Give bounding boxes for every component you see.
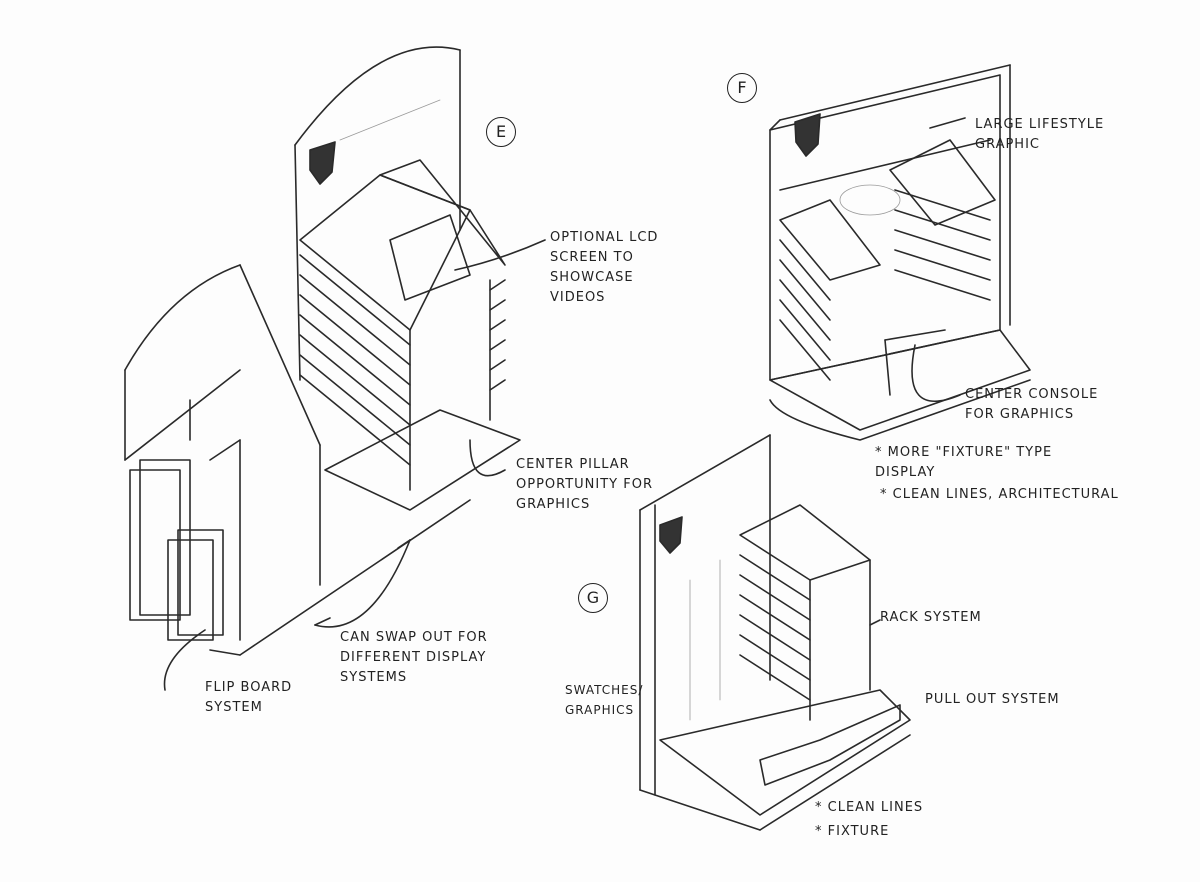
fixture-f (769, 64, 1031, 441)
note-swatches: Swatches/ graphics (565, 683, 644, 717)
note-clean-arch: * Clean lines, architectural (880, 487, 1119, 502)
note-lcd: Optional LCD screen to showcase videos (550, 230, 659, 305)
note-fixture: * Fixture (815, 824, 890, 839)
note-swap: Can swap out for different display syste… (340, 630, 488, 685)
note-flip: Flip board system (205, 680, 293, 715)
label-e: E (486, 117, 516, 147)
note-fixture-type: * More "fixture" type display (875, 445, 1053, 480)
note-console: Center console for graphics (965, 387, 1099, 422)
leader-lines (163, 117, 966, 691)
note-rack: Rack system (880, 610, 982, 625)
note-lifestyle: Large lifestyle graphic (975, 117, 1105, 152)
flip-board-fixture (124, 264, 471, 656)
fixture-e (294, 46, 521, 511)
note-pullout: Pull out system (925, 692, 1060, 707)
label-f: F (727, 73, 757, 103)
note-pillar: Center pillar opportunity for graphics (516, 457, 654, 512)
note-clean: * Clean lines (815, 800, 924, 815)
label-g: G (578, 583, 608, 613)
fixture-g (639, 434, 911, 831)
